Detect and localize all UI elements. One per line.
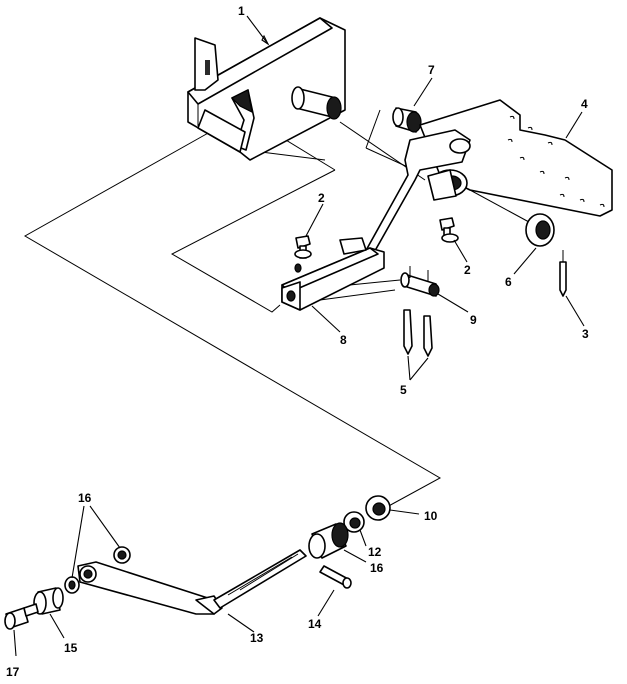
part-14-pin xyxy=(319,565,352,589)
part-7-bushing xyxy=(392,107,422,133)
part-12-nut xyxy=(343,511,365,533)
callout-8: 8 xyxy=(340,333,347,347)
callout-numbers: 1 2 2 3 4 5 6 7 8 9 10 12 16 13 14 15 16… xyxy=(6,4,589,679)
callout-2-right: 2 xyxy=(464,263,471,277)
part-3-cotter-pin xyxy=(559,250,567,297)
callout-12: 12 xyxy=(368,545,382,559)
callout-18: 16 xyxy=(370,561,384,575)
callout-6: 6 xyxy=(505,275,512,289)
part-18-bushing xyxy=(308,522,349,559)
callout-3: 3 xyxy=(582,327,589,341)
part-9-clevis-pin xyxy=(400,266,440,297)
callout-5: 5 xyxy=(400,383,407,397)
part-2-bolt-right xyxy=(439,217,459,243)
part-16-nut-upper xyxy=(113,546,131,564)
part-1-pedal-bracket xyxy=(187,17,346,161)
part-2-bolt-upper xyxy=(294,235,312,259)
plate-holes xyxy=(507,115,605,208)
callout-17: 17 xyxy=(6,665,20,679)
part-17-bolt xyxy=(4,603,39,630)
part-13-lower-lever xyxy=(77,549,307,615)
callout-leaders xyxy=(13,15,585,657)
callout-16: 16 xyxy=(78,491,92,505)
callout-14: 14 xyxy=(308,617,322,631)
callout-7: 7 xyxy=(428,63,435,77)
callout-2-upper: 2 xyxy=(318,191,325,205)
callout-13: 13 xyxy=(250,631,264,645)
part-5-cotter-pins xyxy=(403,309,433,357)
callout-9: 9 xyxy=(470,313,477,327)
part-10-spacer xyxy=(365,495,391,521)
part-15-flange-bushing xyxy=(33,587,64,615)
pivot-bushing xyxy=(291,86,342,120)
pedal-arm xyxy=(363,129,471,257)
callout-4: 4 xyxy=(581,97,588,111)
callout-15: 15 xyxy=(64,641,78,655)
part-16-nut-lower xyxy=(64,576,80,594)
callout-10: 10 xyxy=(424,509,438,523)
part-6-washer xyxy=(525,213,555,247)
part-8-channel-bar xyxy=(281,237,385,311)
callout-1: 1 xyxy=(238,4,245,18)
